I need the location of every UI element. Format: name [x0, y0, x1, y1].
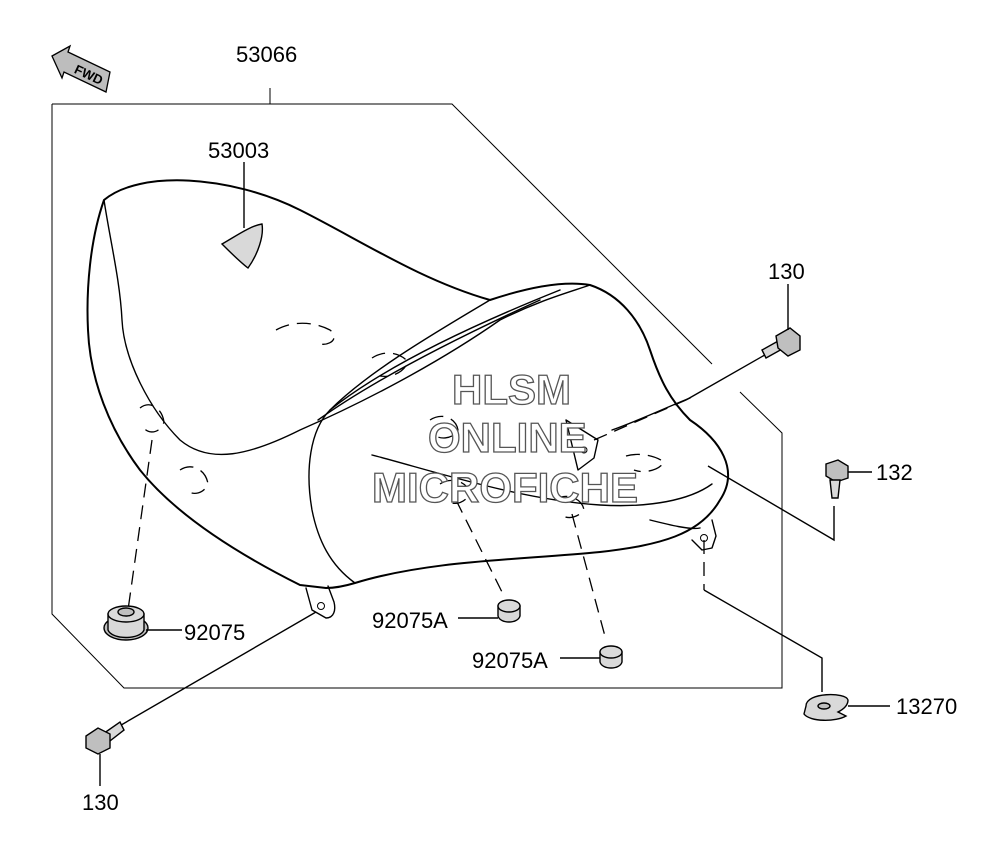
hardware-parts	[85, 327, 849, 755]
assembly-frame	[51, 88, 783, 689]
watermark-line2: ONLINE	[428, 414, 587, 461]
watermark-line1: HLSM	[452, 366, 571, 413]
bolt-upper	[761, 327, 801, 359]
part-labels: 53066 53003 130 132 92075 92075A 92075A …	[82, 42, 957, 815]
watermark-line3: MICROFICHE	[372, 464, 638, 511]
label-130-lower: 130	[82, 790, 119, 815]
damper-mid	[497, 599, 521, 623]
fwd-badge: FWD	[51, 44, 111, 93]
seat-drawing	[86, 179, 730, 619]
label-53066: 53066	[236, 42, 297, 67]
bolt-lower	[85, 720, 125, 755]
assembly-lines	[115, 351, 835, 729]
label-92075a-right: 92075A	[472, 648, 548, 673]
label-130-upper: 130	[768, 259, 805, 284]
damper-right	[599, 645, 623, 669]
clip	[803, 693, 849, 721]
label-13270: 13270	[896, 694, 957, 719]
damper-left	[103, 605, 149, 641]
label-53003: 53003	[208, 138, 269, 163]
watermark: HLSM ONLINE MICROFICHE	[371, 365, 638, 511]
label-92075a-mid: 92075A	[372, 608, 448, 633]
label-sticker-shape	[220, 223, 264, 269]
label-92075: 92075	[184, 620, 245, 645]
bolt-side	[825, 459, 849, 499]
leader-lines	[99, 162, 890, 786]
label-132: 132	[876, 460, 913, 485]
arrow-left-icon	[51, 44, 111, 93]
